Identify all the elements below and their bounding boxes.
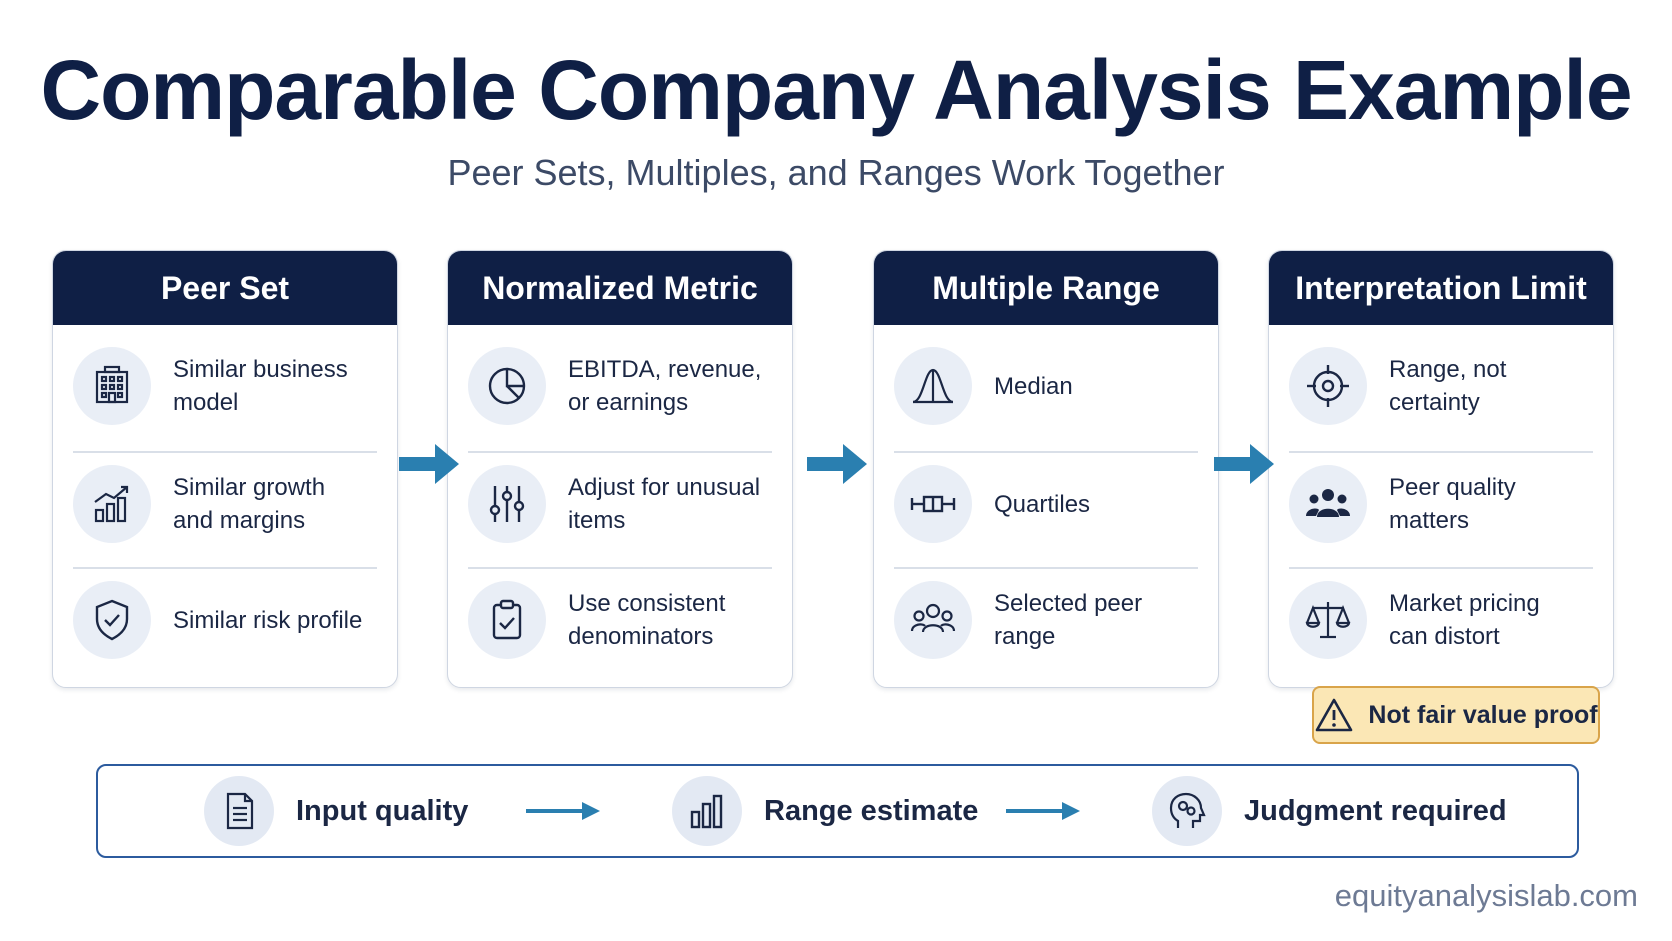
flow-arrow	[399, 444, 459, 484]
divider	[894, 451, 1198, 453]
card-normalized-metric: Normalized Metric EBITDA, revenue, or ea…	[447, 250, 793, 688]
divider	[1289, 567, 1593, 569]
card-header: Peer Set	[53, 251, 397, 325]
card-interpretation-limit: Interpretation Limit Range, not certaint…	[1268, 250, 1614, 688]
document-icon	[204, 776, 274, 846]
list-item: Similar risk profile	[73, 563, 377, 677]
item-label: Market pricing can distort	[1389, 590, 1540, 650]
bar-chart-icon	[672, 776, 742, 846]
flow-arrow	[807, 444, 867, 484]
people-group-icon	[1289, 465, 1367, 543]
card-header: Normalized Metric	[448, 251, 792, 325]
item-label: Quartiles	[994, 490, 1091, 518]
list-item: Range, not certainty	[1289, 329, 1593, 443]
warning-text: Not fair value proof	[1368, 700, 1598, 729]
item-label: Peer quality matters	[1389, 474, 1516, 534]
list-item: Similar business model	[73, 329, 377, 443]
footer-url: equityanalysislab.com	[1334, 878, 1638, 913]
sliders-icon	[468, 465, 546, 543]
list-item: Median	[894, 329, 1198, 443]
flow-arrow	[1006, 802, 1080, 820]
list-item: Use consistent denominators	[468, 563, 772, 677]
target-icon	[1289, 347, 1367, 425]
flow-step-range-estimate: Range estimate	[672, 776, 978, 846]
list-item: Market pricing can distort	[1289, 563, 1593, 677]
item-label: Median	[994, 372, 1073, 400]
card-header: Multiple Range	[874, 251, 1218, 325]
list-item: Adjust for unusual items	[468, 447, 772, 561]
item-label: Similar business model	[173, 356, 348, 416]
warning-icon	[1316, 698, 1353, 732]
item-label: Similar growth and margins	[173, 474, 326, 534]
item-label: Use consistent denominators	[568, 590, 726, 650]
divider	[73, 567, 377, 569]
list-item: Similar growth and margins	[73, 447, 377, 561]
item-label: EBITDA, revenue, or earnings	[568, 356, 762, 416]
list-item: Peer quality matters	[1289, 447, 1593, 561]
divider	[468, 451, 772, 453]
pie-chart-icon	[468, 347, 546, 425]
divider	[468, 567, 772, 569]
flow-step-label: Range estimate	[764, 794, 979, 827]
head-gears-icon	[1152, 776, 1222, 846]
flow-step-input-quality: Input quality	[204, 776, 468, 846]
box-plot-icon	[894, 465, 972, 543]
divider	[894, 567, 1198, 569]
divider	[1289, 451, 1593, 453]
list-item: Selected peer range	[894, 563, 1198, 677]
peer-group-icon	[894, 581, 972, 659]
bell-curve-icon	[894, 347, 972, 425]
flow-arrow	[1214, 444, 1274, 484]
warning-badge: Not fair value proof	[1312, 686, 1600, 744]
item-label: Selected peer range	[994, 590, 1143, 650]
page-title: Comparable Company Analysis Example	[40, 43, 1632, 137]
scale-icon	[1289, 581, 1367, 659]
item-label: Range, not certainty	[1389, 356, 1507, 416]
building-icon	[73, 347, 151, 425]
flow-step-judgment-required: Judgment required	[1152, 776, 1507, 846]
flow-step-label: Judgment required	[1244, 794, 1507, 827]
clipboard-check-icon	[468, 581, 546, 659]
item-label: Similar risk profile	[173, 606, 363, 634]
flow-step-label: Input quality	[296, 794, 469, 827]
flow-arrow	[526, 802, 600, 820]
card-header: Interpretation Limit	[1269, 251, 1613, 325]
divider	[73, 451, 377, 453]
list-item: Quartiles	[894, 447, 1198, 561]
growth-chart-icon	[73, 465, 151, 543]
item-label: Adjust for unusual items	[568, 474, 761, 534]
shield-check-icon	[73, 581, 151, 659]
card-peer-set: Peer Set Similar business model Similar …	[52, 250, 398, 688]
bottom-flow-bar: Input quality Range estimate Judgment re…	[96, 764, 1579, 858]
card-multiple-range: Multiple Range Median Quartiles	[873, 250, 1219, 688]
list-item: EBITDA, revenue, or earnings	[468, 329, 772, 443]
page-subtitle: Peer Sets, Multiples, and Ranges Work To…	[447, 152, 1225, 193]
